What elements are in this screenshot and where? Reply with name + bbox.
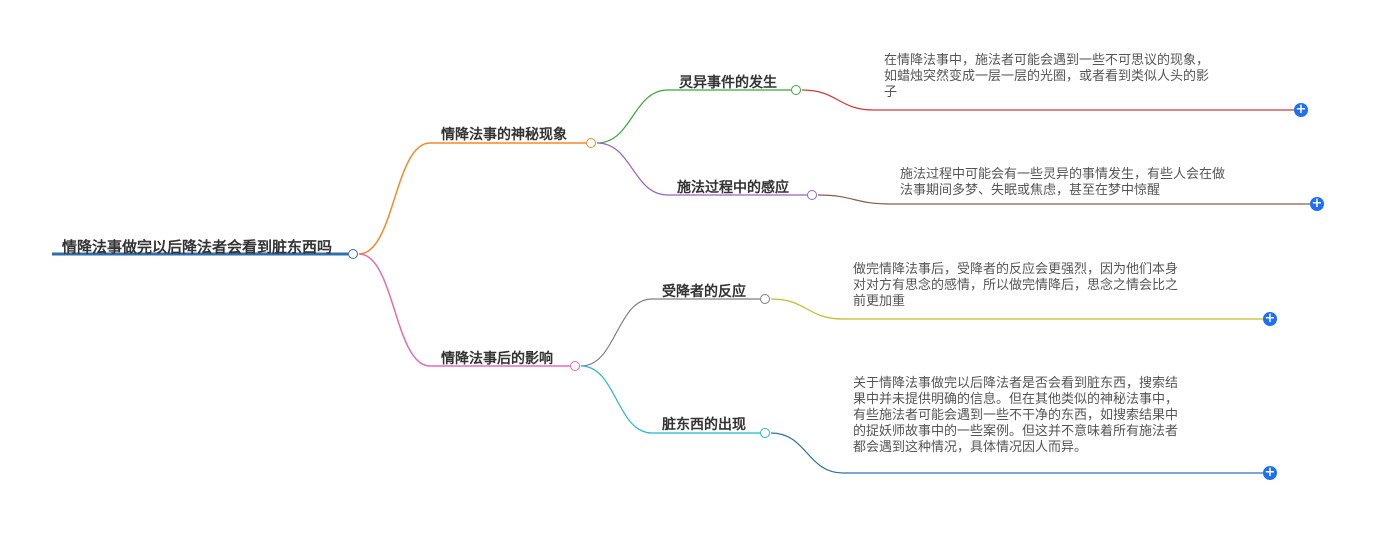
root-node-label[interactable]: 情降法事做完以后降法者会看到脏东西吗 bbox=[62, 238, 333, 256]
subtopic-label-casting-sensations[interactable]: 施法过程中的感应 bbox=[677, 180, 789, 196]
detail-text-casting-sensations: 施法过程中可能会有一些灵异的事情发生，有些人会在做 法事期间多梦、失眠或焦虑，甚… bbox=[900, 167, 1300, 199]
detail-line: 法事期间多梦、失眠或焦虑，甚至在梦中惊醒 bbox=[900, 183, 1161, 198]
subtopic-label-target-reaction[interactable]: 受降者的反应 bbox=[662, 284, 746, 300]
detail-line: 做完情降法事后，受降者的反应会更强烈，因为他们本身 bbox=[853, 262, 1179, 277]
connector-subtopic-to-detail bbox=[801, 89, 1294, 111]
detail-line: 的捉妖师故事中的一些案例。但这并不意味着所有施法者 bbox=[853, 424, 1179, 439]
connector-branch-to-subtopic bbox=[580, 365, 760, 434]
detail-line: 施法过程中可能会有一些灵异的事情发生，有些人会在做 bbox=[900, 167, 1226, 182]
detail-line: 有些施法者可能会遇到一些不干净的东西，如搜索结果中 bbox=[853, 408, 1179, 423]
branch-node-label-aftereffects[interactable]: 情降法事后的影响 bbox=[441, 351, 553, 367]
detail-line: 如蜡烛突然变成一层一层的光圈，或者看到类似人头的影 bbox=[884, 69, 1210, 84]
connector-subtopic-to-detail bbox=[770, 432, 1263, 474]
connector-root-to-branch bbox=[358, 253, 570, 367]
subtopic-label-unclean-appearance[interactable]: 脏东西的出现 bbox=[662, 417, 746, 433]
detail-line: 前更加重 bbox=[853, 294, 906, 309]
connector-subtopic-to-detail bbox=[770, 298, 1263, 320]
plus-icon[interactable]: + bbox=[1263, 311, 1277, 326]
detail-line: 都会遇到这种情况，具体情况因人而异。 bbox=[853, 440, 1088, 455]
connector-root-to-branch bbox=[358, 142, 586, 255]
branch-node-label-mysterious-phenomena[interactable]: 情降法事的神秘现象 bbox=[441, 127, 567, 143]
connector-branch-to-subtopic bbox=[596, 142, 807, 196]
subtopic-label-supernatural-events[interactable]: 灵异事件的发生 bbox=[679, 75, 777, 91]
connector-branch-to-subtopic bbox=[596, 89, 791, 144]
detail-line: 果中并未提供明确的信息。但在其他类似的神秘法事中， bbox=[853, 392, 1179, 407]
detail-text-target-reaction: 做完情降法事后，受降者的反应会更强烈，因为他们本身 对对方有思念的感情，所以做完… bbox=[853, 262, 1253, 310]
detail-text-unclean-appearance: 关于情降法事做完以后降法者是否会看到脏东西，搜索结 果中并未提供明确的信息。但在… bbox=[853, 376, 1253, 456]
branch-node-collapse-handle-aftereffects[interactable] bbox=[570, 361, 580, 371]
plus-icon[interactable]: + bbox=[1263, 465, 1277, 480]
subtopic-collapse-handle-supernatural-events[interactable] bbox=[791, 85, 801, 95]
detail-line: 关于情降法事做完以后降法者是否会看到脏东西，搜索结 bbox=[853, 376, 1179, 391]
root-node-collapse-handle[interactable] bbox=[348, 249, 358, 259]
detail-line: 子 bbox=[884, 85, 898, 100]
subtopic-collapse-handle-target-reaction[interactable] bbox=[760, 294, 770, 304]
subtopic-collapse-handle-unclean-appearance[interactable] bbox=[760, 428, 770, 438]
detail-line: 对对方有思念的感情，所以做完情降后，思念之情会比之 bbox=[853, 278, 1179, 293]
detail-text-supernatural-events: 在情降法事中，施法者可能会遇到一些不可思议的现象， 如蜡烛突然变成一层一层的光圈… bbox=[884, 53, 1294, 101]
connector-subtopic-to-detail bbox=[817, 194, 1310, 205]
branch-node-collapse-handle-mysterious-phenomena[interactable] bbox=[586, 138, 596, 148]
detail-line: 在情降法事中，施法者可能会遇到一些不可思议的现象， bbox=[884, 53, 1210, 68]
subtopic-collapse-handle-casting-sensations[interactable] bbox=[807, 190, 817, 200]
plus-icon[interactable]: + bbox=[1310, 196, 1324, 211]
connector-branch-to-subtopic bbox=[580, 298, 760, 367]
plus-icon[interactable]: + bbox=[1294, 102, 1308, 117]
